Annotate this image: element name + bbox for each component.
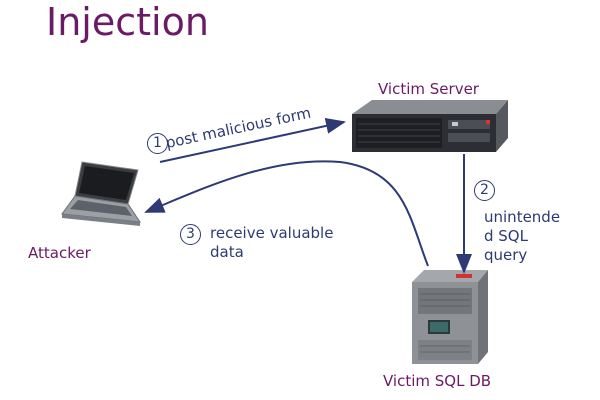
server-icon xyxy=(352,100,508,152)
arrow-step-3 xyxy=(144,160,429,267)
database-server-icon xyxy=(412,270,488,364)
victim-db-label: Victim SQL DB xyxy=(383,372,492,390)
attacker-label: Attacker xyxy=(28,244,91,262)
victim-server-label: Victim Server xyxy=(378,80,479,98)
step-2-number: 2 xyxy=(474,180,495,201)
step-3-number: 3 xyxy=(180,224,201,245)
step-3-line: data xyxy=(210,243,244,261)
step-2-line: d SQL xyxy=(484,227,528,245)
arrow-step-1 xyxy=(159,118,346,163)
step-1-number: 1 xyxy=(147,133,168,154)
step-3-line: receive valuable xyxy=(210,224,334,242)
page-title: Injection xyxy=(46,0,209,44)
step-3-text: receive valuable data xyxy=(210,224,333,262)
laptop-icon xyxy=(61,161,142,226)
step-2-text: unintende d SQL query xyxy=(484,208,560,265)
step-2-line: query xyxy=(484,246,528,264)
step-2-line: unintende xyxy=(484,208,561,226)
